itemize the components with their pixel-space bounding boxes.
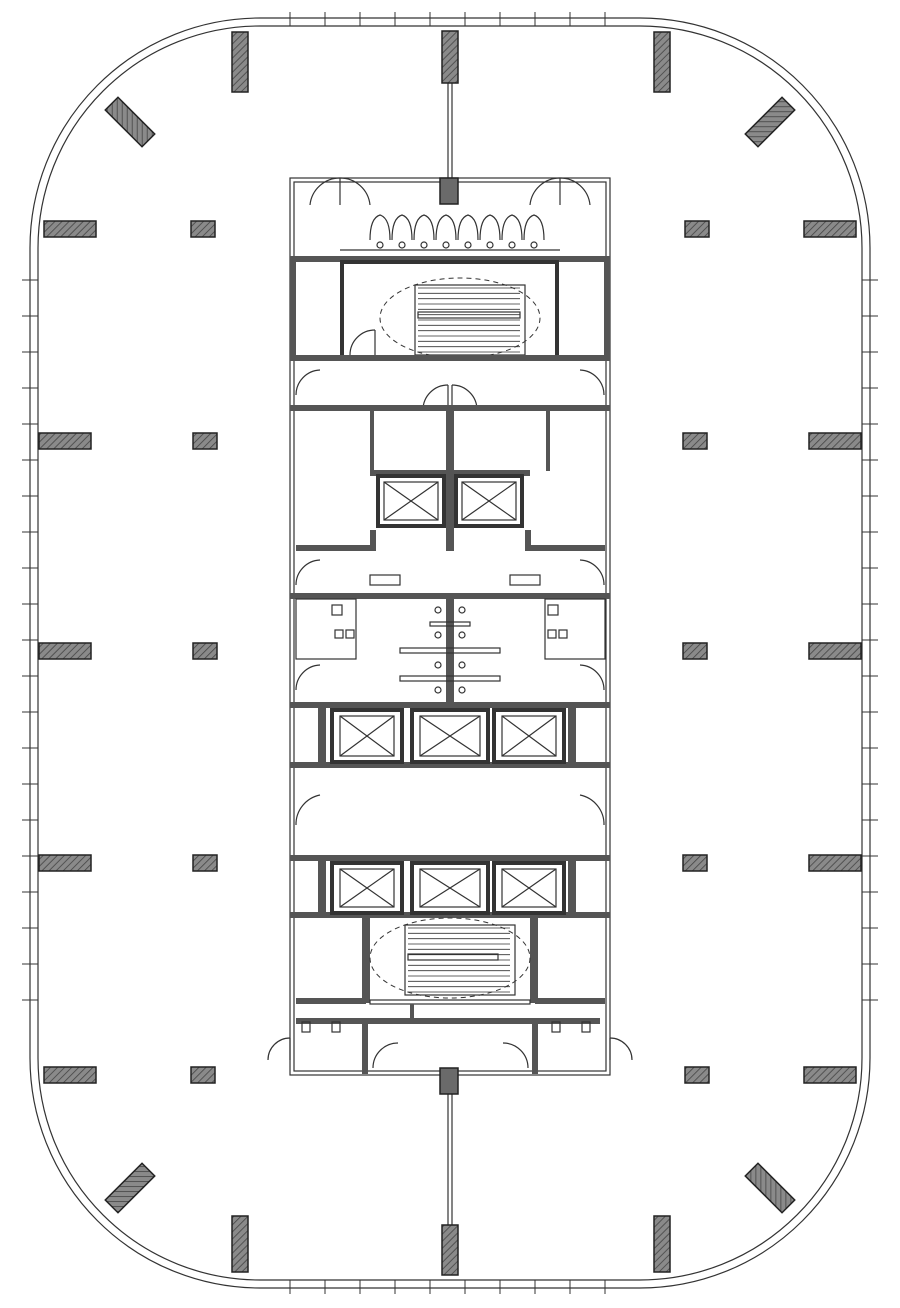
stairwell-bottom xyxy=(296,917,605,1018)
elevator-car xyxy=(339,868,395,908)
fixture-base xyxy=(398,241,406,249)
elevator-shaft xyxy=(410,708,490,764)
outer-facade xyxy=(22,12,878,1294)
elevator-bank-lower xyxy=(290,861,610,918)
elevator-cross xyxy=(339,715,395,757)
fixture xyxy=(435,214,457,241)
perimeter-column xyxy=(231,1215,249,1273)
fixture-base xyxy=(376,241,384,249)
perimeter-columns xyxy=(38,30,862,1276)
corridor-middle xyxy=(290,559,610,599)
fixture xyxy=(391,214,413,241)
fixture-base xyxy=(508,241,516,249)
perimeter-column xyxy=(808,854,862,872)
perimeter-column xyxy=(38,432,92,450)
interior-column xyxy=(682,432,708,450)
facade-mullions xyxy=(22,12,878,1294)
fixture xyxy=(413,214,435,241)
elevator-cross xyxy=(339,868,395,908)
fixture xyxy=(457,214,479,241)
interior-column xyxy=(682,642,708,660)
restrooms xyxy=(290,598,610,708)
perimeter-column xyxy=(43,220,97,238)
fixture-base xyxy=(530,241,538,249)
elevator-shaft xyxy=(410,861,490,915)
elevator-cross xyxy=(501,715,557,757)
elevator-car xyxy=(501,715,557,757)
interior-column xyxy=(190,1066,216,1084)
perimeter-column xyxy=(104,96,156,148)
elevator-shaft xyxy=(492,708,566,764)
corridor-central xyxy=(290,794,610,861)
perimeter-column xyxy=(38,854,92,872)
fixture-base xyxy=(442,241,450,249)
interior-column xyxy=(682,854,708,872)
perimeter-column xyxy=(38,642,92,660)
stair-treads xyxy=(408,927,510,993)
perimeter-column xyxy=(744,96,796,148)
interior-column xyxy=(192,642,218,660)
interior-column xyxy=(684,1066,710,1084)
elevator-car xyxy=(339,715,395,757)
perimeter-column xyxy=(441,1224,459,1276)
fixture-base xyxy=(464,241,472,249)
perimeter-column xyxy=(803,1066,857,1084)
stair-treads xyxy=(418,287,520,353)
elevator-car xyxy=(419,715,481,757)
interior-column xyxy=(192,854,218,872)
elevator-bank-upper xyxy=(290,708,610,768)
bottom-service-rooms xyxy=(267,1018,633,1095)
perimeter-column xyxy=(653,1215,671,1273)
central-core xyxy=(267,177,633,1095)
perimeter-column xyxy=(803,220,857,238)
perimeter-column xyxy=(653,31,671,93)
elevator-block-small xyxy=(296,411,605,551)
fixture-base xyxy=(420,241,428,249)
stairwell-top xyxy=(290,256,610,361)
elevator-car xyxy=(501,868,557,908)
interior-columns xyxy=(190,220,710,1084)
interior-column xyxy=(192,432,218,450)
elevator-car xyxy=(419,868,481,908)
fixture xyxy=(479,214,501,241)
perimeter-column xyxy=(441,30,459,84)
fixture-base xyxy=(486,241,494,249)
interior-column xyxy=(684,220,710,238)
elevator-shaft xyxy=(492,861,566,915)
elevator-cross xyxy=(501,868,557,908)
interior-column xyxy=(190,220,216,238)
corridor-upper xyxy=(290,369,610,411)
elevator-shaft xyxy=(330,708,404,764)
fixture xyxy=(501,214,523,241)
perimeter-column xyxy=(231,31,249,93)
fixture xyxy=(369,214,391,241)
perimeter-column xyxy=(808,432,862,450)
perimeter-column xyxy=(43,1066,97,1084)
top-lobby xyxy=(309,177,591,251)
fixtures-row xyxy=(369,214,545,249)
perimeter-column xyxy=(104,1162,156,1214)
perimeter-column xyxy=(744,1162,796,1214)
elevator-cross xyxy=(419,715,481,757)
elevator-shaft xyxy=(330,861,404,915)
perimeter-column xyxy=(808,642,862,660)
elevator-cross xyxy=(419,868,481,908)
fixture xyxy=(523,214,545,241)
